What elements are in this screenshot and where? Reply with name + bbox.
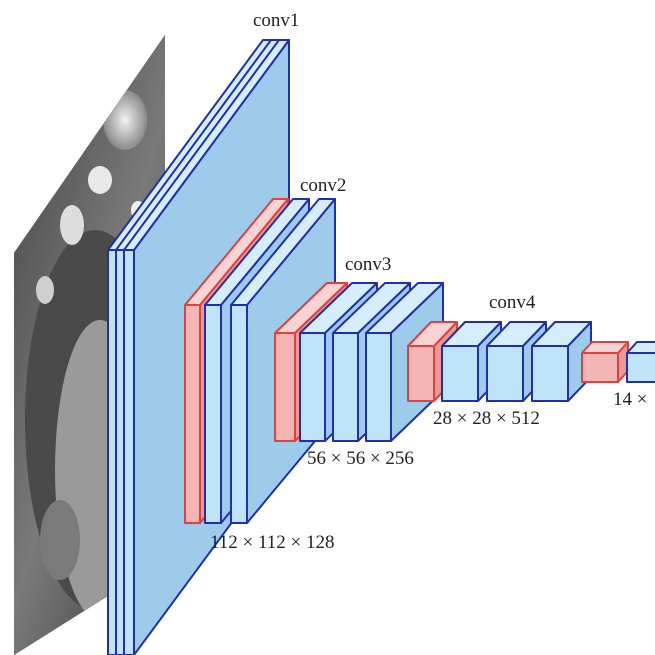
conv1-slab-3-face xyxy=(123,249,135,655)
conv2-block-1-face xyxy=(204,304,222,524)
stage-label-conv4: conv4 xyxy=(489,292,536,313)
dims-label-conv4: 28 × 28 × 512 xyxy=(433,408,540,429)
pool1-block-face xyxy=(184,304,201,524)
conv3-block-1-face xyxy=(299,332,326,442)
pool3-block-face xyxy=(407,345,435,402)
conv3-block-3-face xyxy=(365,332,392,442)
dims-label-conv5: 14 × xyxy=(613,389,647,410)
stage-label-conv1: conv1 xyxy=(253,10,299,31)
pool2-block-face xyxy=(274,332,296,442)
conv4-block-3-face xyxy=(531,345,569,402)
stage-label-conv3: conv3 xyxy=(345,254,391,275)
layer-blocks xyxy=(107,39,655,655)
pool4-block-face xyxy=(581,352,619,383)
conv4-block-1-face xyxy=(441,345,479,402)
conv5-block-1-face xyxy=(626,352,655,383)
conv4-block-2-face xyxy=(486,345,524,402)
conv3-block-2-face xyxy=(332,332,359,442)
dims-label-conv3: 56 × 56 × 256 xyxy=(307,448,414,469)
dims-label-conv2: 112 × 112 × 128 xyxy=(210,532,335,553)
conv2-block-2-face xyxy=(230,304,248,524)
conv5-block-1-top xyxy=(626,341,655,354)
stage-label-conv2: conv2 xyxy=(300,175,346,196)
